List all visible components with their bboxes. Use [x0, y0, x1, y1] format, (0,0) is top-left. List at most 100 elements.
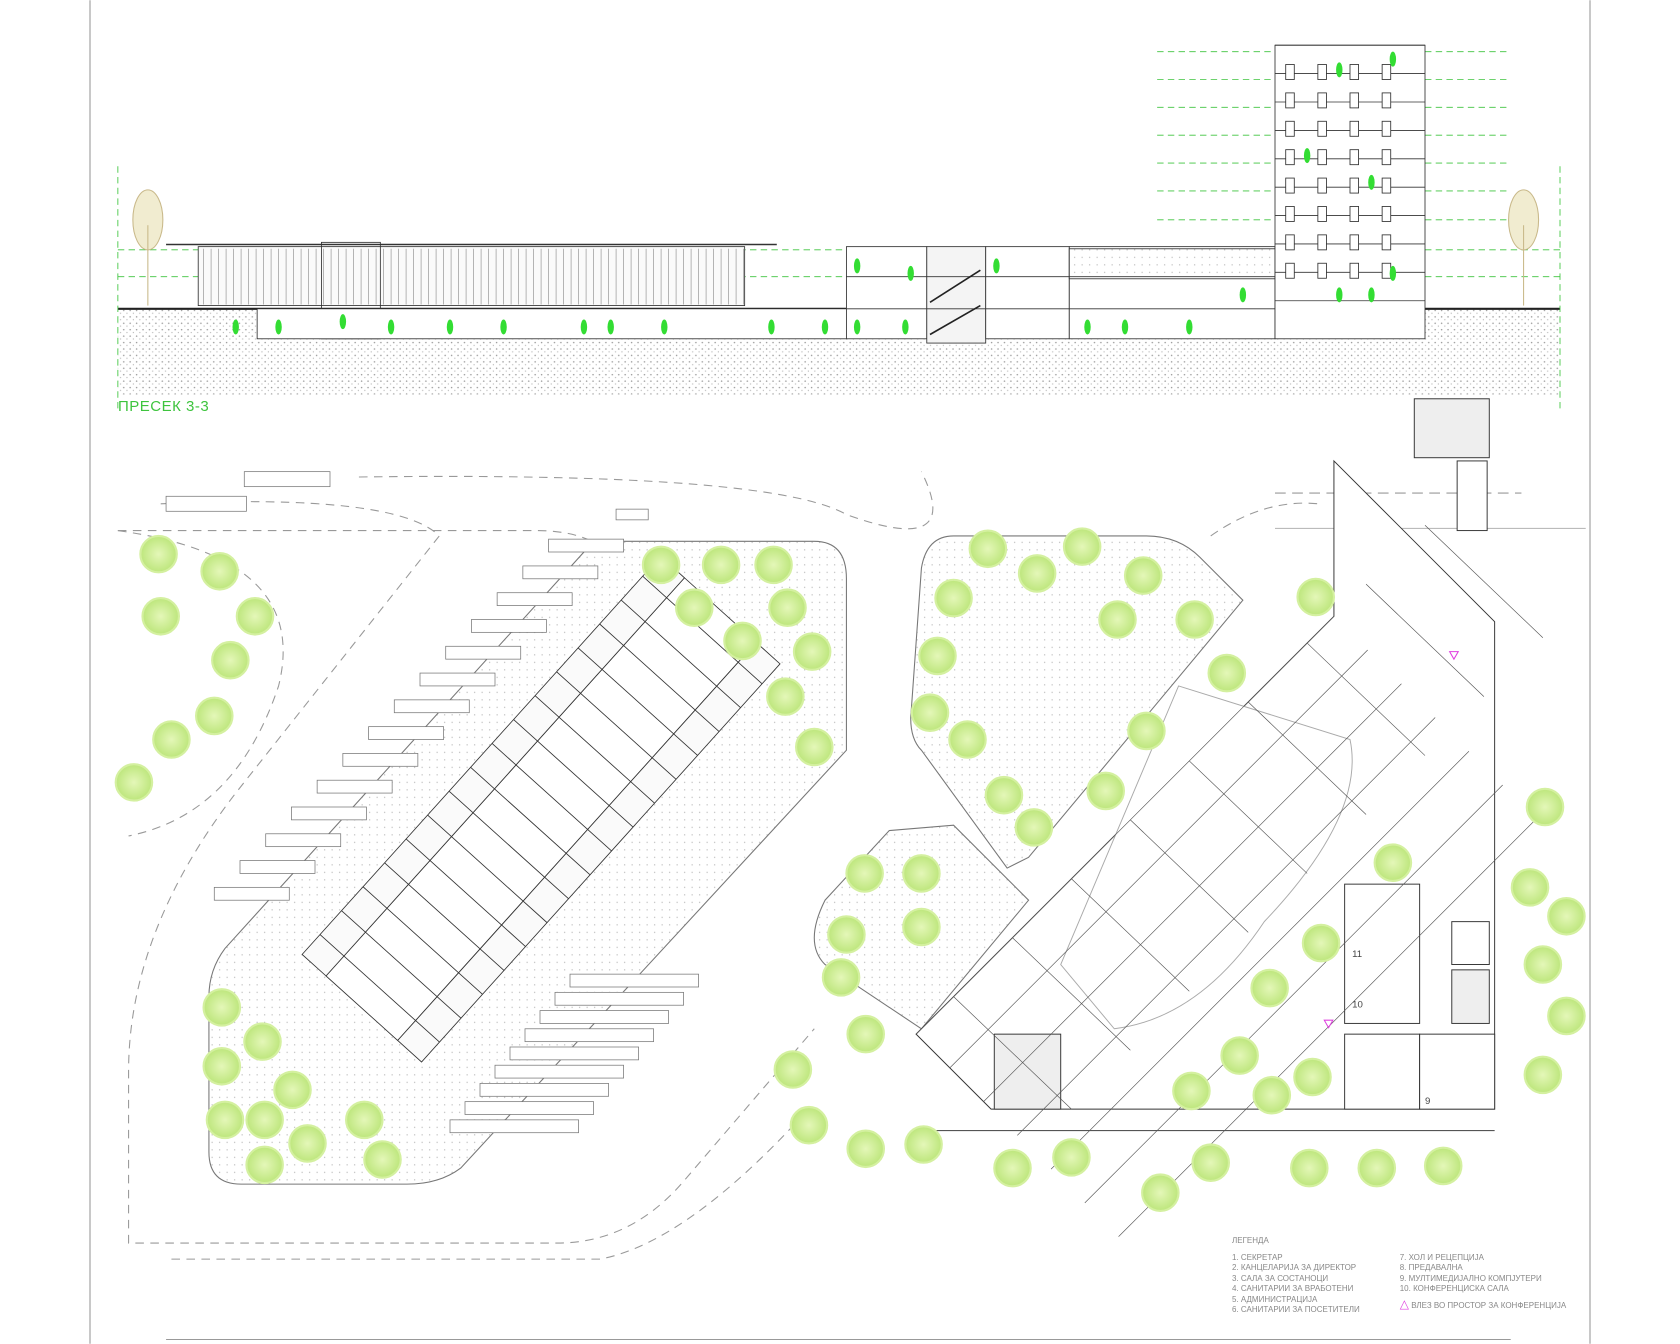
structural-grid-line [1306, 642, 1426, 756]
parked-car [548, 538, 624, 553]
window [1349, 177, 1359, 194]
person-figure [821, 319, 829, 335]
parked-car [509, 1046, 639, 1061]
window [1285, 64, 1295, 80]
person-figure [853, 319, 861, 335]
person-figure [1303, 148, 1311, 164]
legend-item: 5. АДМИНИСТРАЦИЈА [1232, 1294, 1318, 1304]
tree-icon [773, 1050, 813, 1089]
tree-icon [243, 1022, 282, 1061]
legend-title: ЛЕГЕНДА [1232, 1236, 1269, 1245]
legend-item: 2. КАНЦЕЛАРИЈА ЗА ДИРЕКТОР [1232, 1263, 1357, 1272]
grid-line [577, 647, 698, 756]
tree-icon [902, 907, 941, 947]
person-figure [1368, 174, 1375, 190]
structural-grid-line [1017, 717, 1436, 1136]
room-label: 11 [1352, 949, 1362, 960]
grid-line [384, 862, 505, 971]
stair-core [1413, 398, 1490, 459]
person-figure [1389, 51, 1397, 67]
tree-icon [910, 693, 950, 733]
person-figure [993, 258, 1000, 274]
person-figure [1336, 62, 1343, 78]
tree-icon [211, 640, 250, 680]
grid-line [556, 671, 677, 780]
parked-car [445, 645, 522, 660]
tree-icon [768, 588, 807, 628]
tree-icon [674, 588, 714, 628]
person-figure [1336, 287, 1343, 303]
tree-icon [821, 958, 861, 997]
tree-icon [1141, 1173, 1180, 1212]
parked-car [539, 1010, 669, 1024]
person-figure [500, 319, 507, 335]
parked-car [524, 1028, 654, 1043]
room-label: 9 [1425, 1096, 1430, 1107]
tree-icon [754, 545, 793, 585]
tree-icon [288, 1124, 327, 1163]
tree-icon [1357, 1148, 1397, 1188]
tree-icon [723, 621, 762, 661]
tree-icon [1017, 554, 1057, 593]
parked-car [496, 592, 573, 606]
tree-icon [794, 727, 834, 767]
tree-icon [789, 1105, 829, 1145]
person-figure [768, 319, 775, 335]
tree-icon [141, 597, 180, 636]
tree-icon [195, 696, 234, 736]
site-plan: 11 10 9 [114, 398, 1586, 1260]
stair-core [993, 1033, 1062, 1110]
person-figure [232, 319, 239, 335]
parked-car [449, 1119, 579, 1134]
tree-icon [235, 597, 275, 636]
tree-icon [792, 632, 832, 671]
sheet-frame [89, 0, 1591, 1344]
tree-icon [641, 545, 681, 585]
person-figure [339, 314, 347, 330]
legend-item: 3. САЛА ЗА СОСТАНОЦИ [1232, 1273, 1329, 1283]
legend: ЛЕГЕНДА 1. СЕКРЕТАР 2. КАНЦЕЛАРИЈА ЗА ДИ… [1232, 1236, 1566, 1316]
tree-icon [827, 915, 866, 954]
parked-car [265, 833, 342, 848]
tree-icon [1296, 577, 1335, 617]
tree-icon [948, 720, 987, 759]
tree-icon [139, 534, 178, 574]
window [1285, 206, 1295, 222]
window [1317, 64, 1327, 80]
tree-icon [846, 1014, 885, 1054]
tree-icon [1423, 1146, 1463, 1186]
structural-grid-line [1050, 751, 1470, 1170]
window [1317, 92, 1327, 109]
structural-grid-line [1365, 583, 1485, 697]
tree-icon [1301, 923, 1341, 963]
window [1381, 149, 1392, 166]
window [1349, 149, 1359, 166]
window [1381, 234, 1392, 251]
person-figure [580, 319, 588, 335]
tree-icon [1293, 1057, 1332, 1097]
window [1381, 206, 1392, 222]
parked-car [213, 886, 290, 901]
tree-icon [114, 763, 154, 802]
parked-car [368, 726, 444, 740]
grid-line [427, 814, 548, 923]
person-figure [902, 319, 909, 335]
grid-line [448, 790, 569, 900]
person-figure [1389, 265, 1397, 281]
bus [165, 495, 247, 512]
tree-icon [202, 1047, 242, 1086]
tree-icon [1250, 968, 1289, 1008]
structural-grid-line [949, 649, 1368, 1069]
person-figure [1084, 319, 1091, 335]
window [1349, 92, 1359, 109]
person-figure [907, 265, 914, 281]
window [1317, 149, 1327, 166]
parked-car [464, 1101, 594, 1115]
window [1317, 206, 1327, 222]
tree-icon [846, 1129, 885, 1169]
tree-icon [845, 854, 884, 893]
tree-icon [1207, 653, 1247, 693]
window [1381, 120, 1392, 137]
tree-icon [701, 545, 741, 585]
